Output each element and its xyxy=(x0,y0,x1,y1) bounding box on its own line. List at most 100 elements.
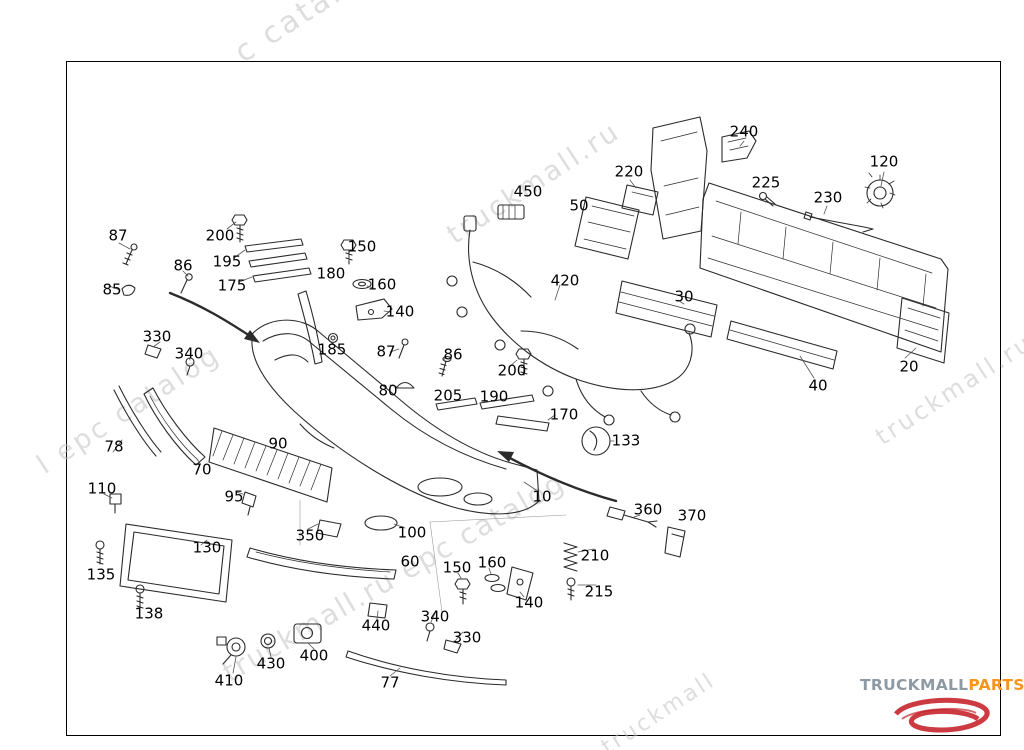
part-callout-200-b[interactable]: 200 xyxy=(497,361,527,380)
foam-30-drawing xyxy=(615,280,718,338)
part-callout-230[interactable]: 230 xyxy=(813,188,843,207)
part-callout-86[interactable]: 86 xyxy=(173,256,193,275)
part-callout-60[interactable]: 60 xyxy=(400,552,420,571)
part-callout-140[interactable]: 140 xyxy=(385,302,415,321)
part-callout-400[interactable]: 400 xyxy=(299,646,329,665)
part-callout-138[interactable]: 138 xyxy=(134,604,164,623)
crossmember-drawing xyxy=(699,182,949,353)
part-callout-220[interactable]: 220 xyxy=(614,162,644,181)
screw-200-center-drawing xyxy=(515,348,532,376)
strip-78-drawing xyxy=(113,385,162,457)
strips-205-190-170-drawing xyxy=(435,394,550,432)
washers-160-bottom-drawing xyxy=(484,573,506,593)
panel-50-drawing xyxy=(574,196,640,260)
spring-210-drawing xyxy=(563,542,578,572)
part-callout-87[interactable]: 87 xyxy=(108,226,128,245)
diagram-frame xyxy=(66,61,1001,736)
connector-450-drawing xyxy=(497,204,525,220)
nozzle-360-drawing xyxy=(606,506,658,528)
part-callout-95[interactable]: 95 xyxy=(224,487,244,506)
part-callout-215[interactable]: 215 xyxy=(584,582,614,601)
part-callout-410[interactable]: 410 xyxy=(214,671,244,690)
part-callout-80[interactable]: 80 xyxy=(378,381,398,400)
part-callout-78[interactable]: 78 xyxy=(104,437,124,456)
grommet-120-drawing xyxy=(864,172,896,209)
part-callout-330[interactable]: 330 xyxy=(142,327,172,346)
plug-340-bottom-drawing xyxy=(425,622,435,642)
strip-60-drawing xyxy=(246,547,397,580)
logo-text: TRUCKMALLPARTS xyxy=(860,676,1024,694)
part-callout-87-b[interactable]: 87 xyxy=(376,342,396,361)
part-callout-340-b[interactable]: 340 xyxy=(420,607,450,626)
clip-95-drawing xyxy=(241,491,257,516)
part-callout-180[interactable]: 180 xyxy=(316,264,346,283)
part-callout-160-b[interactable]: 160 xyxy=(477,553,507,572)
part-callout-133[interactable]: 133 xyxy=(611,431,641,450)
clamp-133-drawing xyxy=(581,426,611,456)
side-bracket-upper-drawing xyxy=(650,116,708,240)
part-callout-150[interactable]: 150 xyxy=(347,237,377,256)
part-callout-360[interactable]: 360 xyxy=(633,500,663,519)
part-callout-30[interactable]: 30 xyxy=(674,287,694,306)
part-callout-170[interactable]: 170 xyxy=(549,405,579,424)
part-callout-440[interactable]: 440 xyxy=(361,616,391,635)
cap-80-drawing xyxy=(395,381,415,389)
part-callout-340[interactable]: 340 xyxy=(174,344,204,363)
bracket-140-drawing xyxy=(355,298,393,321)
strips-195-175-drawing xyxy=(244,238,312,283)
part-callout-430[interactable]: 430 xyxy=(256,654,286,673)
part-callout-10[interactable]: 10 xyxy=(532,487,552,506)
part-callout-90[interactable]: 90 xyxy=(268,434,288,453)
part-callout-225[interactable]: 225 xyxy=(751,173,781,192)
part-callout-130[interactable]: 130 xyxy=(192,538,222,557)
pointer-arrows xyxy=(168,291,618,503)
part-callout-120[interactable]: 120 xyxy=(869,152,899,171)
bracket-220-drawing xyxy=(621,184,659,216)
screw-150-bottom-drawing xyxy=(454,578,471,605)
part-callout-70[interactable]: 70 xyxy=(192,460,212,479)
screw-135-drawing xyxy=(95,540,105,565)
leader-lines xyxy=(103,140,917,677)
ring-430-drawing xyxy=(260,633,276,649)
washer-160-drawing xyxy=(352,278,372,290)
part-callout-20[interactable]: 20 xyxy=(899,357,919,376)
part-callout-195[interactable]: 195 xyxy=(212,252,242,271)
part-callout-210[interactable]: 210 xyxy=(580,546,610,565)
part-callout-77[interactable]: 77 xyxy=(380,673,400,692)
part-callout-150-b[interactable]: 150 xyxy=(442,558,472,577)
part-callout-200[interactable]: 200 xyxy=(205,226,235,245)
bumper-cover-10-drawing xyxy=(251,319,540,515)
part-callout-160[interactable]: 160 xyxy=(367,275,397,294)
part-callout-240[interactable]: 240 xyxy=(729,122,759,141)
logo-text-orange: PARTS xyxy=(968,676,1024,694)
screw-215-drawing xyxy=(566,577,576,601)
part-callout-175[interactable]: 175 xyxy=(217,276,247,295)
bracket-440-drawing xyxy=(367,602,388,619)
part-callout-185[interactable]: 185 xyxy=(317,340,347,359)
screw-200-drawing xyxy=(231,214,248,243)
part-callout-86-b[interactable]: 86 xyxy=(443,345,463,364)
part-callout-100[interactable]: 100 xyxy=(397,523,427,542)
part-callout-370[interactable]: 370 xyxy=(677,506,707,525)
clip-110-drawing xyxy=(109,493,122,514)
wiring-harness-420-drawing xyxy=(446,215,696,426)
part-callout-110[interactable]: 110 xyxy=(87,479,117,498)
part-callout-40[interactable]: 40 xyxy=(808,376,828,395)
part-callout-420[interactable]: 420 xyxy=(550,271,580,290)
part-callout-50[interactable]: 50 xyxy=(569,196,589,215)
construction-lines xyxy=(299,499,567,613)
strip-40-drawing xyxy=(726,320,838,370)
part-callout-190[interactable]: 190 xyxy=(479,387,509,406)
part-callout-85[interactable]: 85 xyxy=(102,280,122,299)
bracket-350-drawing xyxy=(316,519,342,538)
part-callout-140-b[interactable]: 140 xyxy=(514,593,544,612)
license-bracket-130-drawing xyxy=(119,523,233,603)
plug-340-drawing xyxy=(185,357,195,376)
part-callout-350[interactable]: 350 xyxy=(295,526,325,545)
part-callout-205[interactable]: 205 xyxy=(433,386,463,405)
part-callout-135[interactable]: 135 xyxy=(86,565,116,584)
part-callout-450[interactable]: 450 xyxy=(513,182,543,201)
screw-138-drawing xyxy=(135,584,145,609)
part-callout-330-b[interactable]: 330 xyxy=(452,628,482,647)
